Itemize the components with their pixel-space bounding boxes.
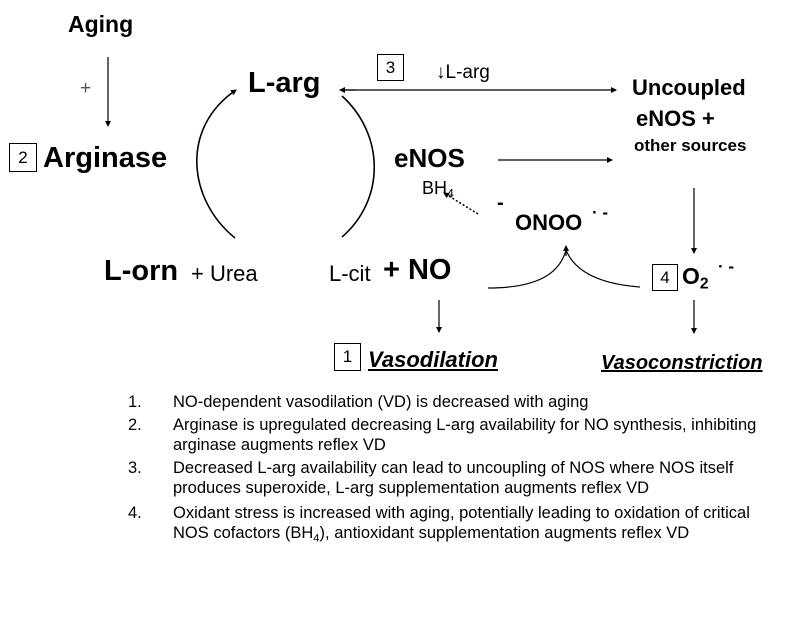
- arrow-onoo-to-bh4: [443, 192, 479, 215]
- legend-item-number: 1.: [128, 393, 142, 411]
- uncoupled-label-line1: Uncoupled: [632, 75, 746, 100]
- legend-item-text: Arginase is upregulated decreasing L-arg…: [173, 415, 757, 455]
- o2-subscript: 2: [699, 275, 709, 293]
- o2-charge: · -: [718, 257, 735, 276]
- urea-label: + Urea: [191, 261, 258, 286]
- legend-item: 2. Arginase is upregulated decreasing L-…: [128, 415, 778, 456]
- arrow-no-o2-to-onoo: [487, 248, 641, 289]
- l-cit-label: L-cit: [329, 261, 371, 286]
- onoo-charge: · -: [592, 203, 609, 222]
- bh4-text: BH: [422, 178, 448, 198]
- legend-item-text: Decreased L-arg availability can lead to…: [173, 458, 734, 498]
- l-orn-label: L-orn: [104, 255, 179, 287]
- legend-item-text: NO-dependent vasodilation (VD) is decrea…: [173, 393, 589, 411]
- other-sources-label: other sources: [634, 136, 747, 155]
- arrow-arc-arginase: [196, 89, 237, 239]
- legend-item-text: Oxidant stress is increased with aging, …: [173, 503, 750, 545]
- marker-4: 4: [652, 264, 678, 291]
- enos-label: eNOS: [394, 143, 465, 173]
- marker-3: 3: [377, 54, 404, 81]
- vasoconstriction-label: Vasoconstriction: [601, 352, 763, 374]
- legend-list: 1. NO-dependent vasodilation (VD) is dec…: [128, 392, 778, 544]
- o2-text: O: [682, 263, 700, 289]
- legend-item-number: 4.: [128, 503, 142, 522]
- aging-label: Aging: [68, 11, 134, 37]
- vasodilation-label: Vasodilation: [368, 347, 498, 372]
- arginase-label: Arginase: [43, 142, 168, 174]
- legend-item: 3. Decreased L-arg availability can lead…: [128, 458, 778, 499]
- o2-label: O2: [682, 263, 709, 293]
- onoo-label: ONOO: [515, 210, 583, 235]
- bh4-subscript: 4: [447, 186, 454, 201]
- bh4-label: BH4: [422, 178, 454, 200]
- legend-item: 4. Oxidant stress is increased with agin…: [128, 503, 778, 544]
- down-l-arg-label: ↓L-arg: [436, 62, 490, 83]
- arrow-arc-enos: [341, 95, 376, 238]
- legend-item-number: 3.: [128, 458, 142, 477]
- legend-item-number: 2.: [128, 415, 142, 434]
- plus-sign: +: [80, 78, 92, 99]
- legend-item-text-part2: ), antioxidant supplementation augments …: [319, 524, 690, 542]
- legend-item-subscript: 4: [313, 532, 320, 545]
- no-label: + NO: [383, 254, 452, 286]
- legend-item: 1. NO-dependent vasodilation (VD) is dec…: [128, 392, 778, 413]
- marker-2: 2: [9, 143, 37, 172]
- l-arg-label: L-arg: [248, 67, 321, 99]
- marker-1: 1: [334, 343, 361, 371]
- legend-item-text-part1: Oxidant stress is increased with aging, …: [173, 503, 750, 543]
- uncoupled-label-line2: eNOS +: [636, 106, 715, 131]
- minus-sign: -: [497, 192, 504, 214]
